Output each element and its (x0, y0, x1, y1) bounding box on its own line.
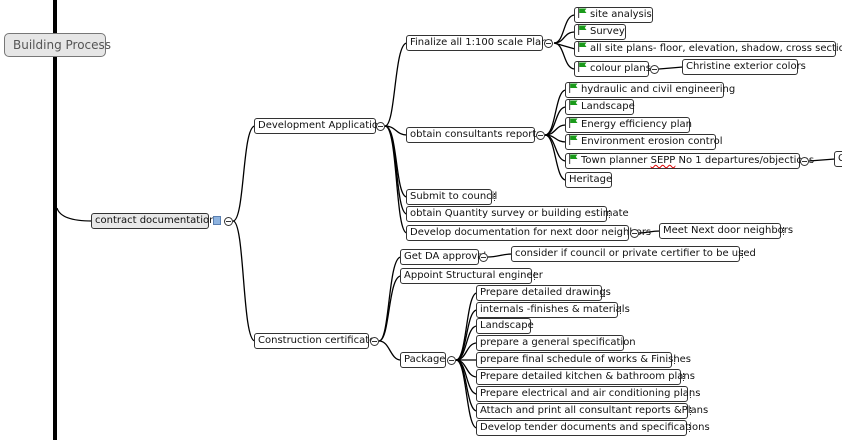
topic-label: colour plans (590, 63, 651, 74)
flag-icon (578, 62, 587, 72)
collapse-toggle-icon[interactable] (544, 39, 553, 48)
topic-submit-to-council[interactable]: Submit to council (406, 189, 497, 205)
topic-label: contract documentation (95, 215, 216, 226)
topic-general-specification[interactable]: prepare a general specification (476, 335, 636, 351)
topic-erosion-control[interactable]: Environment erosion control (565, 134, 722, 150)
topic-label: Develop documentation for next door neig… (410, 227, 652, 238)
root-topic[interactable]: Building Process (4, 33, 111, 57)
topic-tender-documents[interactable]: Develop tender documents and specificati… (476, 420, 710, 436)
collapse-toggle-icon[interactable] (224, 217, 233, 226)
topic-energy-efficiency[interactable]: Energy efficiency plan (565, 117, 692, 133)
collapse-toggle-icon[interactable] (800, 157, 809, 166)
topic-appoint-structural-engineer[interactable]: Appoint Structural engineer (400, 268, 543, 284)
topic-all-site-plans[interactable]: all site plans- floor, elevation, shadow… (574, 41, 842, 57)
topic-label: prepare final schedule of works & Finish… (480, 354, 692, 365)
topic-label: Landscape (581, 101, 635, 112)
topic-label: obtain Quantity survey or building estim… (410, 208, 629, 219)
flag-icon (569, 135, 578, 145)
topic-package[interactable]: Package (400, 352, 446, 368)
note-icon[interactable] (213, 216, 221, 225)
topic-label: Finalize all 1:100 scale Plans (410, 37, 553, 48)
topic-hydraulic-civil[interactable]: hydraulic and civil engineering (565, 82, 735, 98)
topic-finalize-plans[interactable]: Finalize all 1:100 scale Plans (406, 35, 553, 51)
topic-label: Meet Next door neighbors (663, 225, 794, 236)
topic-colour-plans[interactable]: colour plans (574, 61, 651, 77)
topic-label: Appoint Structural engineer (404, 270, 543, 281)
topic-label: Development Application (258, 120, 385, 131)
collapse-toggle-icon[interactable] (479, 253, 488, 262)
topic-development-application[interactable]: Development Application (254, 118, 384, 134)
topic-label: Christine exterior colors (686, 61, 806, 72)
topic-label: Heritage (569, 174, 613, 185)
collapse-toggle-icon[interactable] (376, 122, 385, 131)
topic-consider-certifier[interactable]: consider if council or private certifier… (511, 246, 756, 262)
topic-internals-finishes[interactable]: internals -finishes & materials (476, 302, 630, 318)
topic-label-misspelled: SEPP (650, 155, 676, 166)
topic-obtain-consultants-reports[interactable]: obtain consultants reports (406, 127, 542, 143)
topic-attach-reports[interactable]: Attach and print all consultant reports … (476, 403, 708, 419)
topic-label: all site plans- floor, elevation, shadow… (590, 43, 842, 54)
topic-electrical-plans[interactable]: Prepare electrical and air conditioning … (476, 386, 700, 402)
topic-contract-documentation[interactable]: contract documentation (91, 213, 215, 229)
topic-label: Submit to council (410, 191, 498, 202)
collapse-toggle-icon[interactable] (447, 356, 456, 365)
flag-icon (578, 25, 587, 35)
topic-label: prepare a general specification (480, 337, 636, 348)
topic-overflow-cut-off[interactable]: C (834, 151, 842, 167)
topic-label: C (838, 153, 842, 164)
topic-label: internals -finishes & materials (480, 304, 630, 315)
topic-meet-neighbors[interactable]: Meet Next door neighbors (659, 223, 793, 239)
topic-label: consider if council or private certifier… (515, 248, 756, 259)
topic-survey[interactable]: Survey (574, 24, 626, 40)
topic-label: Construction certificate (258, 335, 376, 346)
flag-icon (569, 154, 578, 164)
topic-label: site analysis (590, 9, 652, 20)
topic-get-da-approval[interactable]: Get DA approval (400, 249, 486, 265)
topic-prepare-detailed-drawings[interactable]: Prepare detailed drawings (476, 285, 611, 301)
topic-final-schedule[interactable]: prepare final schedule of works & Finish… (476, 352, 691, 368)
topic-label: Environment erosion control (581, 136, 723, 147)
topic-label: No 1 departures/objections (675, 155, 815, 166)
topic-kitchen-bathroom-plans[interactable]: Prepare detailed kitchen & bathroom plan… (476, 369, 695, 385)
flag-icon (578, 8, 587, 18)
topic-label: hydraulic and civil engineering (581, 84, 736, 95)
topic-landscape[interactable]: Landscape (565, 99, 635, 115)
topic-label: Package (404, 354, 446, 365)
topic-label: Energy efficiency plan (581, 119, 692, 130)
collapse-toggle-icon[interactable] (370, 337, 379, 346)
topic-label: Get DA approval (404, 251, 487, 262)
collapse-toggle-icon[interactable] (630, 229, 639, 238)
topic-town-planner[interactable]: Town planner SEPP No 1 departures/object… (565, 153, 814, 169)
topic-construction-certificate[interactable]: Construction certificate (254, 333, 375, 349)
topic-label: Prepare electrical and air conditioning … (480, 388, 701, 399)
topic-site-analysis[interactable]: site analysis (574, 7, 653, 23)
collapse-toggle-icon[interactable] (536, 131, 545, 140)
flag-icon (569, 118, 578, 128)
flag-icon (569, 100, 578, 110)
topic-label: Landscape (480, 320, 534, 331)
topic-label: Develop tender documents and specificati… (480, 422, 710, 433)
topic-label: Survey (590, 26, 625, 37)
topic-label: Prepare detailed drawings (480, 287, 611, 298)
topic-label: Town planner (581, 155, 651, 166)
collapse-toggle-icon[interactable] (650, 65, 659, 74)
topic-label: obtain consultants reports (410, 129, 542, 140)
topic-quantity-survey[interactable]: obtain Quantity survey or building estim… (406, 206, 629, 222)
topic-heritage[interactable]: Heritage (565, 172, 612, 188)
topic-christine-exterior-colors[interactable]: Christine exterior colors (682, 59, 806, 75)
topic-landscape-package[interactable]: Landscape (476, 318, 534, 334)
root-topic-label: Building Process (13, 38, 112, 52)
topic-develop-documentation[interactable]: Develop documentation for next door neig… (406, 225, 651, 241)
flag-icon (569, 83, 578, 93)
topic-label: Prepare detailed kitchen & bathroom plan… (480, 371, 695, 382)
topic-label: Attach and print all consultant reports … (480, 405, 709, 416)
flag-icon (578, 42, 587, 52)
